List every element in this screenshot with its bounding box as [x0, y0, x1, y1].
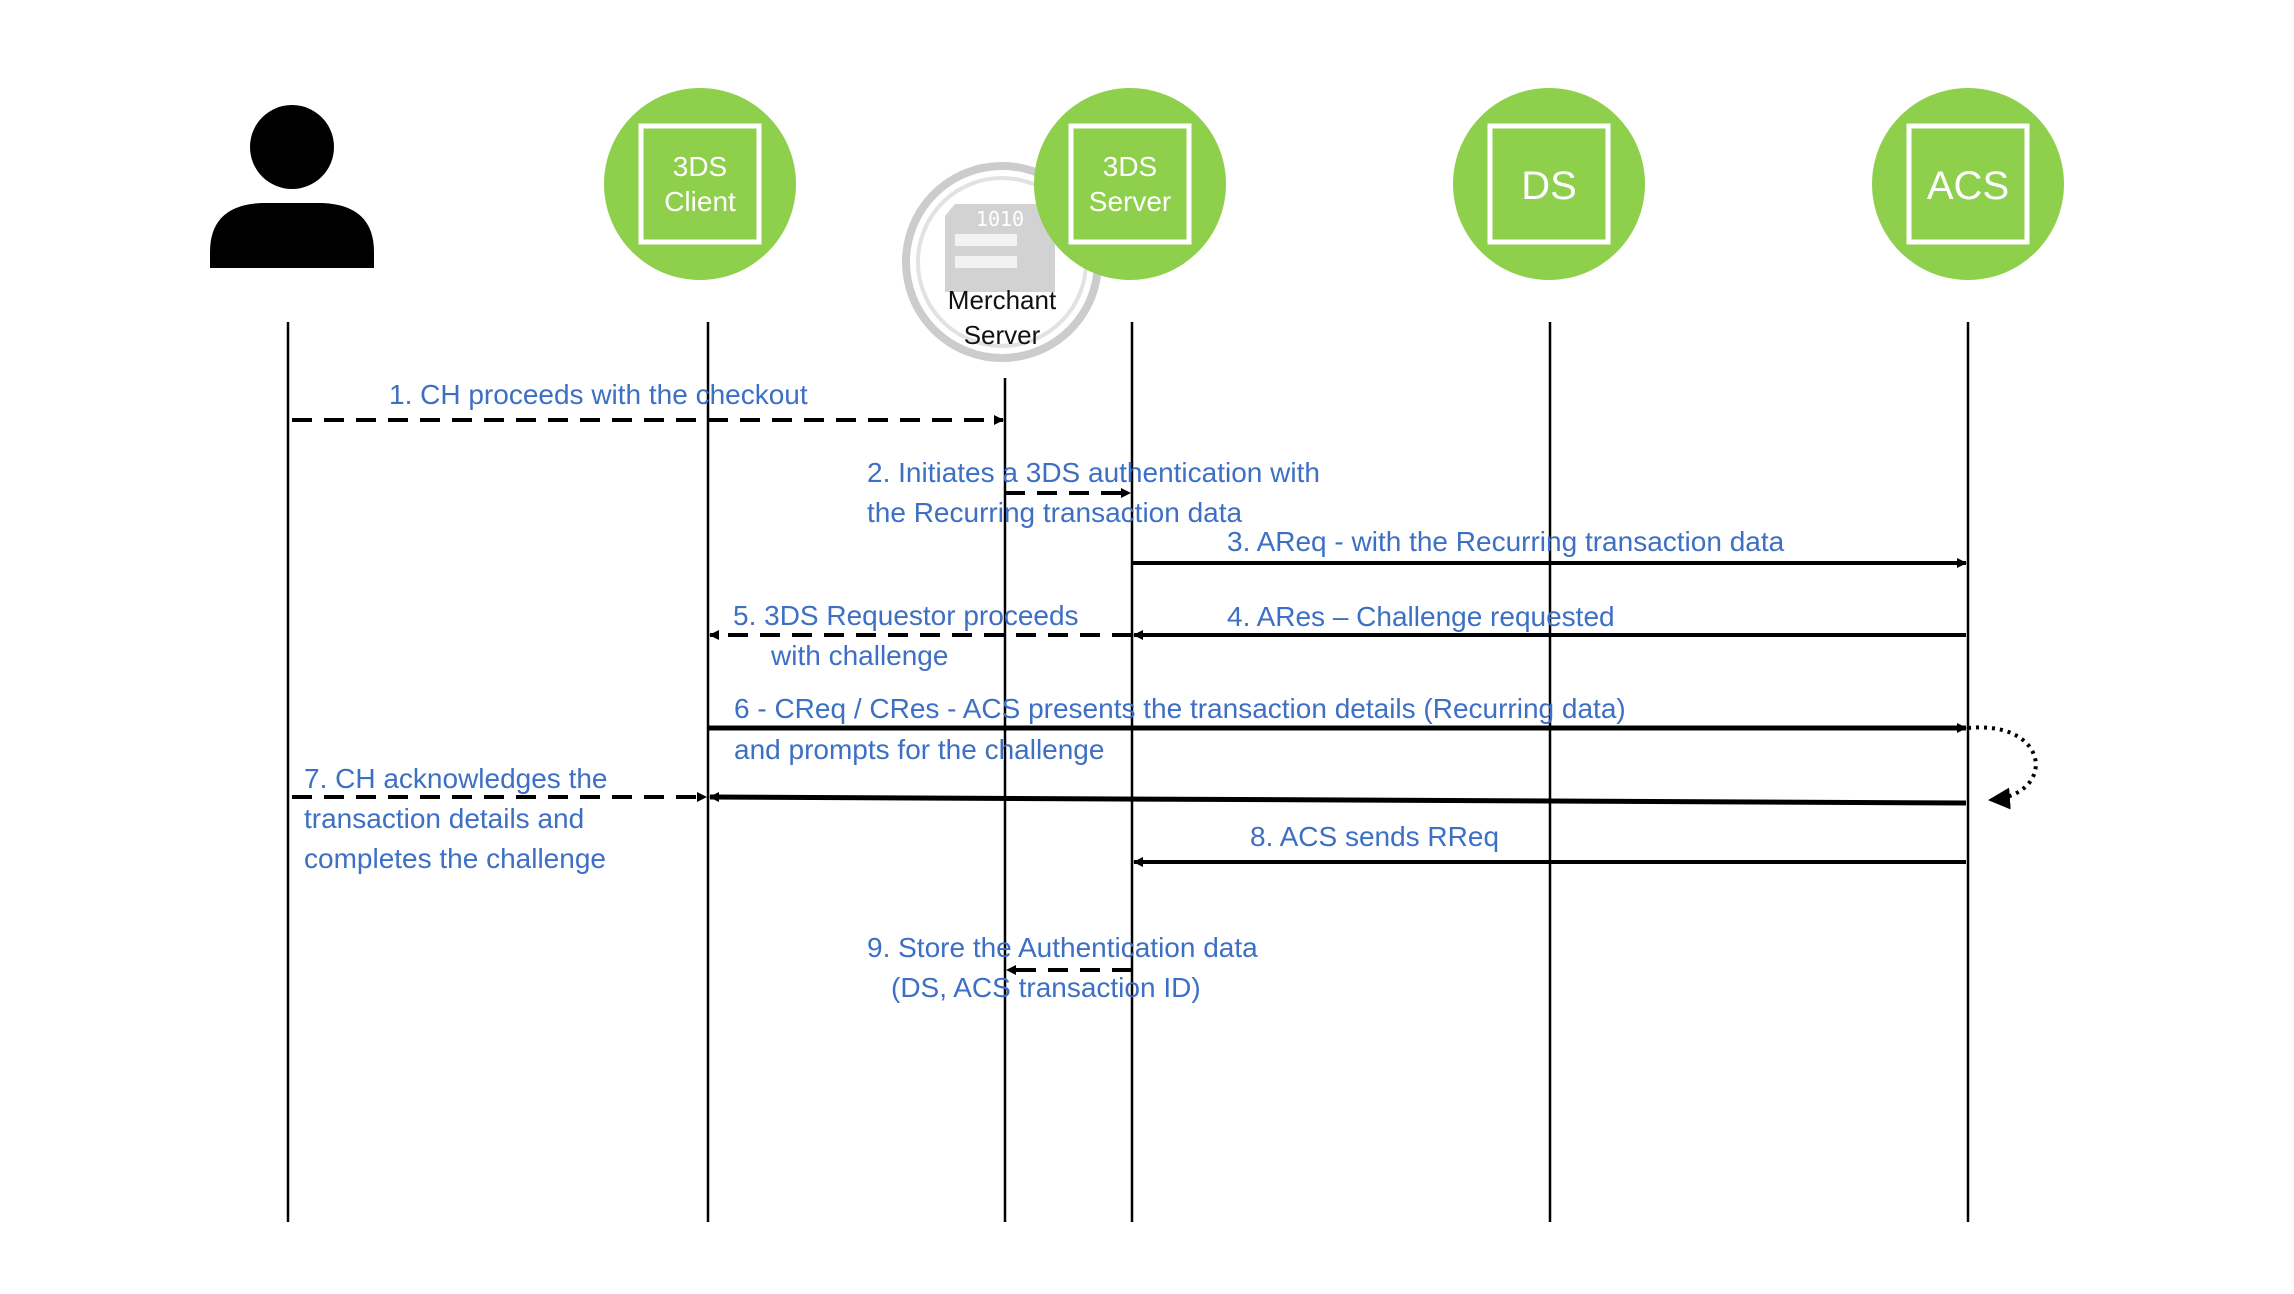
merchant-label-line1: Merchant [948, 285, 1057, 315]
message-1-label: 1. CH proceeds with the checkout [389, 379, 808, 410]
cardholder-participant [210, 105, 374, 268]
client-participant: 3DS Client [604, 88, 796, 280]
message-7-label-line2: transaction details and [304, 803, 584, 834]
message-7-label-line1: 7. CH acknowledges the [304, 763, 608, 794]
message-7-label-line3: completes the challenge [304, 843, 606, 874]
message-2-label-line1: 2. Initiates a 3DS authentication with [867, 457, 1320, 488]
message-9-label-line2: (DS, ACS transaction ID) [891, 972, 1201, 1003]
server-label-line2: Server [1089, 186, 1171, 217]
client-node-circle [604, 88, 796, 280]
message-2-label-line2: the Recurring transaction data [867, 497, 1243, 528]
message-6-label-line1: 6 - CReq / CRes - ACS presents the trans… [734, 693, 1626, 724]
acs-label: ACS [1927, 164, 2009, 208]
client-node-box [638, 123, 762, 245]
message-3-label: 3. AReq - with the Recurring transaction… [1227, 526, 1785, 557]
message-9-label-line1: 9. Store the Authentication data [867, 932, 1258, 963]
message-labels: 1. CH proceeds with the checkout 2. Init… [304, 379, 1785, 1003]
server-node-circle [1034, 88, 1226, 280]
server-icon-text: 1010 [976, 207, 1024, 231]
arrow-6-loop [1967, 725, 2038, 810]
ds-label: DS [1521, 164, 1577, 208]
message-6-label-line2: and prompts for the challenge [734, 734, 1104, 765]
client-label-line2: Client [664, 186, 736, 217]
server-node-box [1068, 123, 1192, 245]
ds-node-box [1487, 123, 1611, 245]
message-5-label-line2: with challenge [770, 640, 948, 671]
arrow-7-return [709, 792, 1967, 806]
server-label-line1: 3DS [1103, 151, 1157, 182]
merchant-label-line2: Server [964, 320, 1041, 350]
message-5-label-line1: 5. 3DS Requestor proceeds [733, 600, 1079, 631]
message-8-label: 8. ACS sends RReq [1250, 821, 1499, 852]
client-label-line1: 3DS [673, 151, 727, 182]
message-arrows [292, 415, 2038, 975]
message-4-label: 4. ARes – Challenge requested [1227, 601, 1615, 632]
ds-node-circle [1453, 88, 1645, 280]
acs-node-circle [1872, 88, 2064, 280]
acs-participant: ACS [1872, 88, 2064, 280]
person-icon [210, 105, 374, 268]
acs-node-box [1906, 123, 2030, 245]
ds-participant: DS [1453, 88, 1645, 280]
server-participant: 3DS Server [1034, 88, 1226, 280]
server-icon: 1010 [945, 204, 1055, 292]
